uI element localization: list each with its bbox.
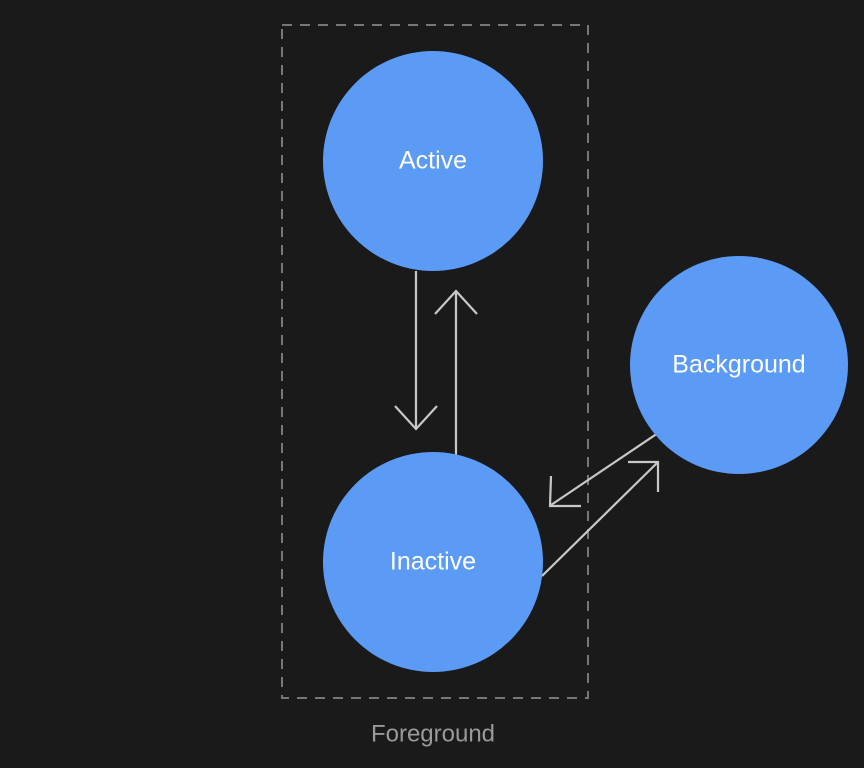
edge-background-to-inactive	[548, 428, 665, 508]
arrowhead-up-right-icon	[628, 460, 660, 492]
arrowhead-up-icon	[434, 289, 478, 315]
group-label-foreground: Foreground	[371, 720, 495, 747]
node-active[interactable]: Active	[323, 51, 543, 271]
node-inactive[interactable]: Inactive	[323, 452, 543, 672]
node-background-circle[interactable]	[630, 256, 848, 474]
edge-inactive-to-active	[434, 289, 478, 463]
group-boundary-foreground	[281, 24, 589, 699]
edge-active-to-inactive	[394, 271, 438, 431]
node-background-label: Background	[672, 351, 805, 379]
node-inactive-circle[interactable]	[323, 452, 543, 672]
node-inactive-label: Inactive	[390, 548, 476, 576]
arrowhead-down-icon	[394, 405, 438, 431]
node-active-circle[interactable]	[323, 51, 543, 271]
arrowhead-down-left-icon	[548, 475, 581, 508]
node-active-label: Active	[399, 147, 467, 175]
edge-inactive-to-background	[541, 460, 660, 577]
node-background[interactable]: Background	[630, 256, 848, 474]
